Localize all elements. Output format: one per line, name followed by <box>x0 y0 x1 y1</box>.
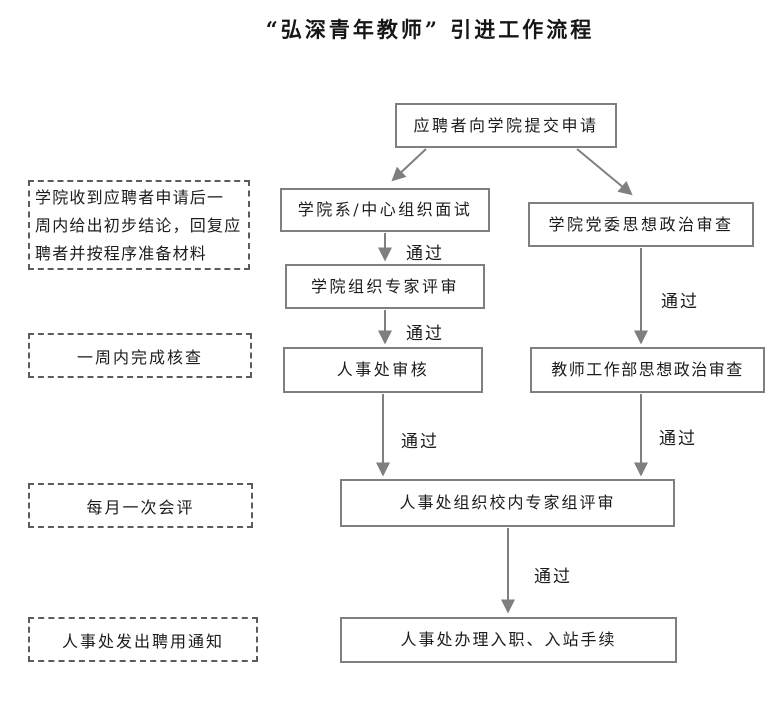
pass-label: 通过 <box>406 324 444 344</box>
note-college-reply: 学院收到应聘者申请后一 周内给出初步结论，回复应 聘者并按程序准备材料 <box>28 180 250 270</box>
note-verification-week: 一周内完成核查 <box>28 333 252 378</box>
node-onboarding-procedures: 人事处办理入职、入站手续 <box>340 617 677 663</box>
node-college-interview: 学院系/中心组织面试 <box>280 188 490 232</box>
node-submit-application: 应聘者向学院提交申请 <box>395 103 617 148</box>
pass-label: 通过 <box>659 429 697 449</box>
note-employment-notice: 人事处发出聘用通知 <box>28 617 258 662</box>
node-hr-review: 人事处审核 <box>283 347 483 393</box>
node-teacher-dept-political-review: 教师工作部思想政治审查 <box>530 347 765 393</box>
pass-label: 通过 <box>406 244 444 264</box>
arrow-submit-to-interview <box>391 148 427 182</box>
pass-label: 通过 <box>661 292 699 312</box>
pass-label: 通过 <box>534 567 572 587</box>
page-title: “弘深青年教师” 引进工作流程 <box>265 17 595 42</box>
node-campus-expert-panel-review: 人事处组织校内专家组评审 <box>340 479 675 527</box>
pass-label: 通过 <box>401 432 439 452</box>
node-party-political-review: 学院党委思想政治审查 <box>528 202 754 247</box>
arrow-submit-to-party-review <box>576 148 633 196</box>
note-monthly-meeting: 每月一次会评 <box>28 483 253 528</box>
node-college-expert-review: 学院组织专家评审 <box>285 264 485 309</box>
